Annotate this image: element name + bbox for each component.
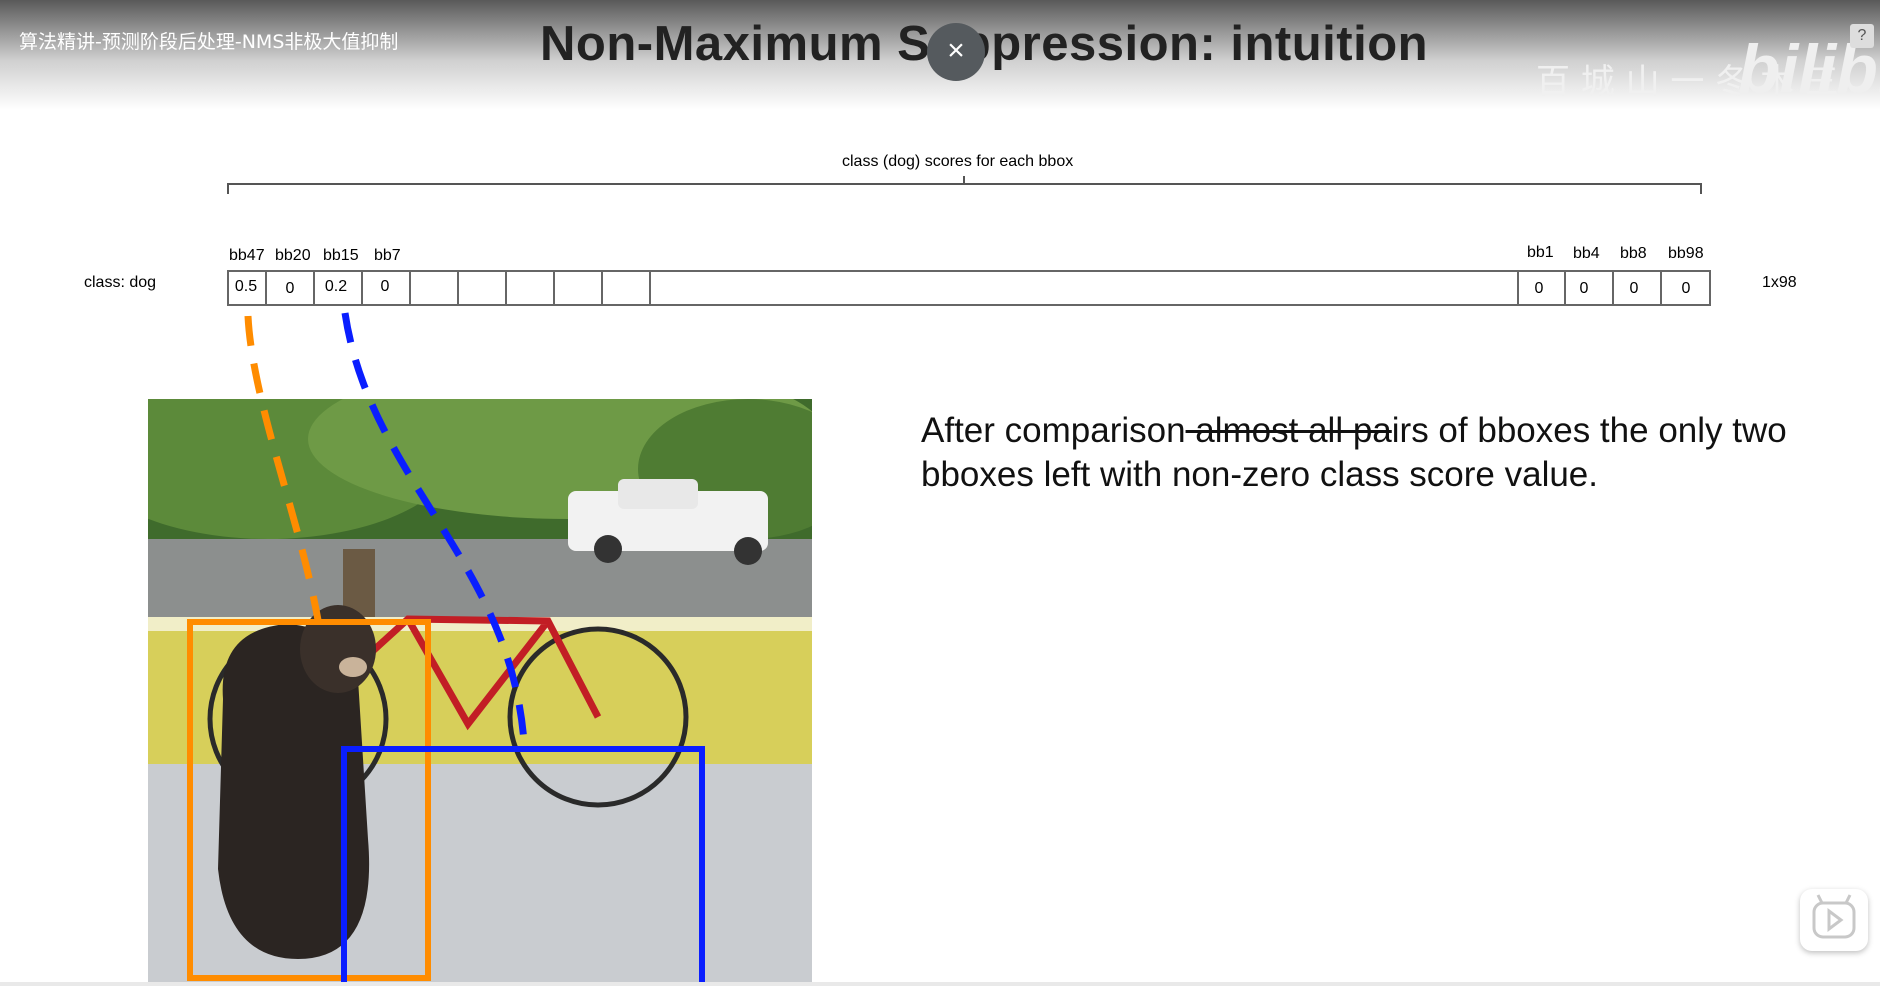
close-icon[interactable]: × — [927, 23, 985, 81]
bb4-header: bb4 — [1573, 245, 1600, 262]
bb20-header: bb20 — [275, 247, 311, 264]
bb15-connector — [341, 312, 528, 743]
bb7-score: 0 — [381, 278, 390, 295]
play-button[interactable] — [1800, 889, 1868, 951]
left-cells: bb47 bb20 bb15 bb7 0.5 0 0.2 0 — [229, 247, 651, 305]
note-suffix: irs of bboxes the only two bboxes left w… — [921, 411, 1787, 494]
score-vector-diagram: class (dog) scores for each bbox class: … — [84, 153, 1797, 306]
bb4-score: 0 — [1580, 280, 1589, 297]
row-label: class: dog — [84, 274, 156, 291]
dims-label: 1x98 — [1762, 274, 1797, 291]
note-struck-text: almost all pa — [1185, 411, 1392, 450]
bb7-header: bb7 — [374, 247, 401, 264]
video-title: 算法精讲-预测阶段后处理-NMS非极大值抑制 — [19, 31, 399, 53]
bb47-header: bb47 — [229, 247, 265, 264]
bb15-header: bb15 — [323, 247, 359, 264]
bb98-header: bb98 — [1668, 245, 1704, 262]
scores-brace — [227, 176, 1702, 194]
bottom-progress-bar[interactable] — [0, 982, 1880, 986]
bb98-score: 0 — [1682, 280, 1691, 297]
note-prefix: After comparison — [921, 411, 1186, 450]
scores-label: class (dog) scores for each bbox — [842, 153, 1073, 170]
photo-illustration — [148, 399, 812, 986]
bb1-score: 0 — [1535, 280, 1544, 297]
score-vector — [227, 270, 1711, 306]
bb15-bbox — [341, 746, 705, 986]
help-icon[interactable]: ? — [1850, 24, 1874, 48]
right-cells: bb1 bb4 bb8 bb98 0 0 0 0 — [1517, 244, 1704, 305]
watermark-text: 百 城 山 一 冬 木 三 — [1536, 62, 1839, 102]
bb47-connector — [244, 315, 322, 621]
bb8-header: bb8 — [1620, 245, 1647, 262]
play-icon — [1812, 894, 1856, 939]
bb8-score: 0 — [1630, 280, 1639, 297]
bb1-header: bb1 — [1527, 244, 1554, 261]
bb47-score: 0.5 — [235, 278, 257, 295]
bb20-score: 0 — [286, 280, 295, 297]
bb15-score: 0.2 — [325, 278, 347, 295]
dog-bicycle-photo — [148, 399, 812, 986]
bb47-bbox — [187, 619, 431, 981]
explanation-text: After comparison almost all pairs of bbo… — [921, 409, 1801, 497]
